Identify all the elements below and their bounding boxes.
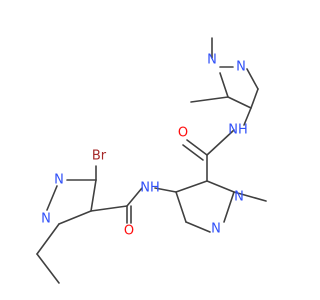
bond-ring-left-1 xyxy=(58,210,92,225)
bond-methyl-c5-top xyxy=(190,96,229,103)
bond-carbonyl-top-double xyxy=(182,144,204,161)
bond-ethyl-2 xyxy=(36,253,60,284)
bond-carbonyl-to-left-ring xyxy=(90,205,128,212)
atom-n-left-2: N xyxy=(54,173,64,188)
bond-ring-top-4 xyxy=(227,96,252,109)
bond-ring-mid-3 xyxy=(185,221,211,233)
atom-o-top: O xyxy=(178,126,188,141)
atom-nh-top: NH xyxy=(228,123,248,138)
atom-n-top-2: N xyxy=(236,60,246,75)
bond-methyl-n-mid xyxy=(233,191,267,202)
atom-n-mid-1: N xyxy=(234,190,244,205)
bond-ring-mid-5 xyxy=(175,180,208,193)
bond-nh-to-carbonyl-top xyxy=(206,129,235,156)
atom-o-left: O xyxy=(124,224,134,239)
bond-ring-mid-4 xyxy=(175,191,187,223)
bond-ethyl-1 xyxy=(36,223,60,255)
bond-ring-left-4 xyxy=(46,185,58,211)
bond-lines xyxy=(36,37,267,284)
bond-nh-to-carbonyl-left xyxy=(126,187,143,207)
atom-br: Br xyxy=(92,149,107,164)
atom-labels: N N NH O NH N N Br O N N xyxy=(41,53,248,239)
bond-carbonyl-top xyxy=(186,139,208,156)
molecule-structure-diagram: N N NH O NH N N Br O N N xyxy=(36,37,267,284)
bond-ring-top-3 xyxy=(250,88,259,109)
bond-ring-mid-2 xyxy=(223,191,235,223)
bond-ring-top-2 xyxy=(246,68,259,90)
bond-ring-to-nh-mid xyxy=(154,187,177,193)
bond-ring-top-5 xyxy=(219,72,229,98)
atom-n-top: N xyxy=(207,53,217,68)
atom-n-mid-2: N xyxy=(211,222,221,237)
bond-ring-left-2 xyxy=(90,179,97,212)
atom-n-left-1: N xyxy=(41,212,51,227)
bond-aryl-to-nh-top xyxy=(243,107,252,126)
atom-nh-mid: NH xyxy=(140,181,160,196)
bond-ring-mid-1 xyxy=(206,180,235,193)
